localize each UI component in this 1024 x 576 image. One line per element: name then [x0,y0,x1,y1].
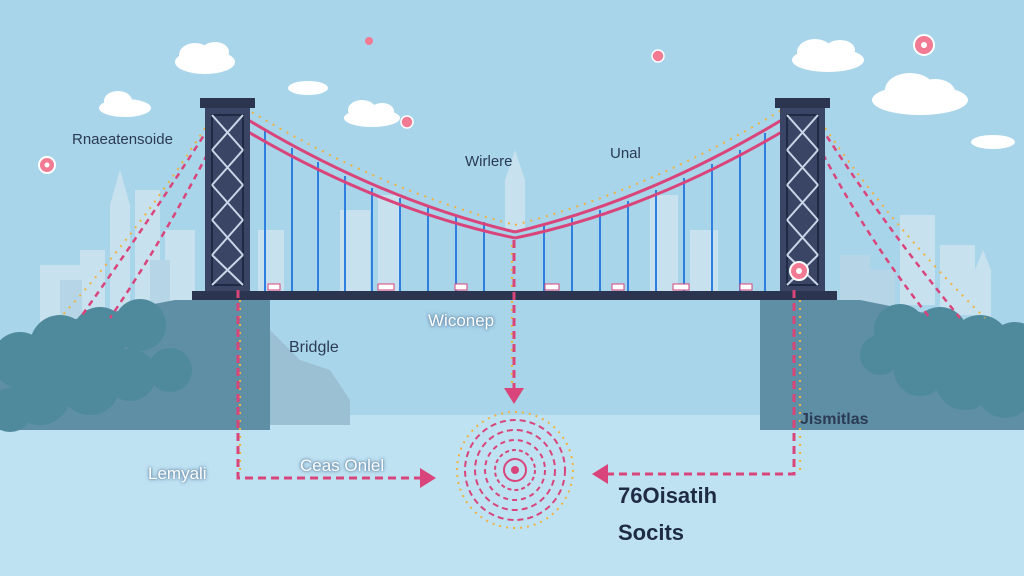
cloud-icon [175,42,235,74]
label-center-top: Wirlere [465,153,513,170]
label-under-deck: Wiconep [428,311,495,330]
dotted-flow [59,107,986,470]
label-bottom-right-2: Socits [618,520,685,545]
water-surface [0,415,1024,576]
cloud-icon [872,73,968,115]
pin-marker-icon [365,37,373,45]
label-center-right: Unal [610,145,641,162]
label-bottom-left: Lemyali [148,464,207,483]
cloud-icon [99,91,151,117]
arrow-right-icon [420,468,436,488]
left-rock [270,330,350,425]
pin-marker-icon [400,115,414,129]
target-spiral-icon [456,411,574,529]
pin-marker-icon [651,49,665,63]
trees-left [0,299,192,432]
flow-lines [236,240,796,480]
label-top-left: Rnaeatensoide [72,131,173,148]
label-right-mid: Jismitlas [800,411,869,428]
trees-right [860,304,1024,418]
main-cables [244,116,786,240]
backstay-cables [78,117,961,319]
suspender-cables [264,130,766,292]
city-skyline-front [60,255,895,320]
label-left-mid: Bridgle [289,339,339,356]
cloud-icon [288,81,328,95]
label-bottom-right-1: 76Oisatih [618,483,718,508]
cloud-icon [344,100,400,127]
arrow-down-icon [504,388,524,404]
arrow-left-icon [592,464,608,484]
vehicles [267,283,753,291]
pin-marker-icon [913,34,935,56]
pin-marker-icon [789,261,809,281]
cloud-icon [792,39,864,72]
label-bottom-center: Ceas Onlel [300,456,385,475]
pin-marker-icon [38,156,56,174]
left-tower [200,98,255,295]
cloud-icon [971,135,1015,149]
